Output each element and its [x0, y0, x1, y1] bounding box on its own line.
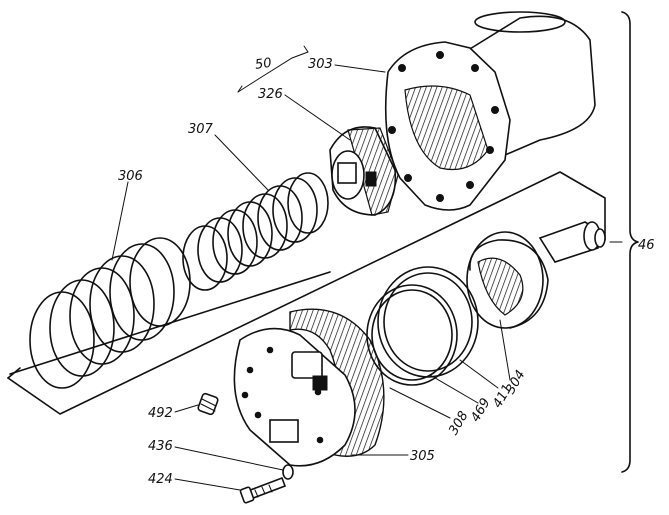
spring-307 — [182, 172, 329, 291]
set-screw-492 — [197, 392, 219, 416]
label-306: 306 — [118, 169, 143, 184]
shaft-304 — [466, 221, 606, 329]
housing-303 — [384, 11, 596, 211]
label-469: 469 — [468, 396, 493, 425]
label-436: 436 — [148, 439, 173, 454]
ring-469 — [366, 284, 458, 386]
label-307: 307 — [188, 122, 214, 137]
disc-305 — [233, 327, 356, 467]
label-308: 308 — [446, 409, 471, 438]
spring-306 — [29, 237, 191, 389]
chain-308 — [289, 308, 385, 457]
part-labels: 50 303 326 307 306 46 304 411 469 308 30… — [118, 56, 655, 487]
label-303: 303 — [308, 57, 333, 72]
hub-326 — [329, 126, 399, 216]
label-46: 46 — [638, 238, 655, 253]
leader-lines — [111, 45, 623, 491]
label-326: 326 — [258, 87, 283, 102]
ring-411 — [377, 266, 479, 378]
label-492: 492 — [148, 406, 173, 421]
label-424: 424 — [148, 472, 173, 487]
housing-bolt-holes — [388, 51, 499, 202]
label-50: 50 — [254, 56, 272, 73]
group-46-brace — [621, 11, 639, 473]
bolt-424 — [239, 476, 287, 504]
label-305: 305 — [410, 449, 435, 464]
washer-436 — [282, 464, 294, 480]
